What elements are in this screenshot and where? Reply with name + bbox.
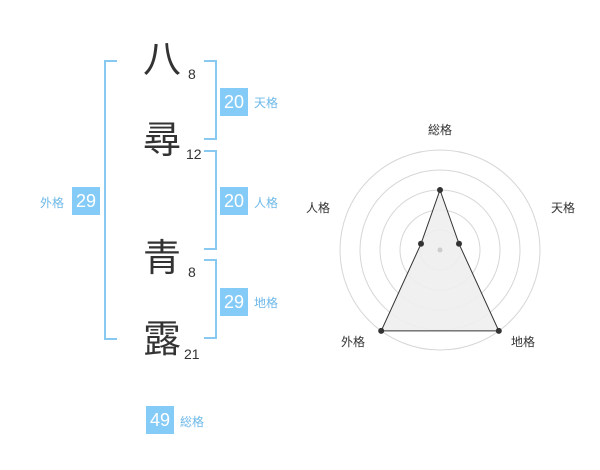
gaikaku-value: 29 [72,187,100,215]
tenkaku-label: 天格 [254,96,279,110]
radar-polygon [380,188,500,332]
jinkaku-bracket [204,150,217,250]
chikaku-bracket [204,259,217,339]
name-char-1: 八 [142,37,181,81]
tenkaku-bracket [204,60,217,140]
chikaku-label: 地格 [254,296,279,310]
stroke-count-1: 8 [188,66,196,82]
name-char-3: 青 [142,236,181,280]
gaikaku-bracket [104,60,117,340]
radar-point [456,240,462,247]
radar-point [437,187,443,193]
tenkaku-value: 20 [220,88,248,116]
radar-axis-label-tenkaku: 天格 [551,201,576,215]
jinkaku-label: 人格 [254,196,279,210]
radar-axis-label-gaikaku: 外格 [341,335,366,349]
radar-chart [339,149,541,351]
jinkaku-value: 20 [220,187,248,215]
radar-shape [380,188,500,332]
gaikaku-label: 外格 [40,196,65,210]
soukaku-value: 49 [146,406,174,434]
chikaku-value: 29 [220,288,248,316]
radar-axis-label-chikaku: 地格 [511,335,536,349]
radar-point [418,240,424,247]
radar-point [378,327,385,334]
soukaku-label: 総格 [180,415,205,429]
radar-axis-label-soukaku: 総格 [428,123,453,137]
radar-point [495,327,502,334]
name-char-2: 尋 [142,118,181,162]
radar-ring [339,149,541,351]
radar-points [378,187,502,334]
radar-axis-label-jinkaku: 人格 [306,201,331,215]
name-char-4: 露 [142,317,181,361]
stroke-count-3: 8 [188,264,196,280]
stroke-count-2: 12 [186,146,202,162]
radar-center [437,247,443,253]
stroke-count-4: 21 [184,346,200,362]
